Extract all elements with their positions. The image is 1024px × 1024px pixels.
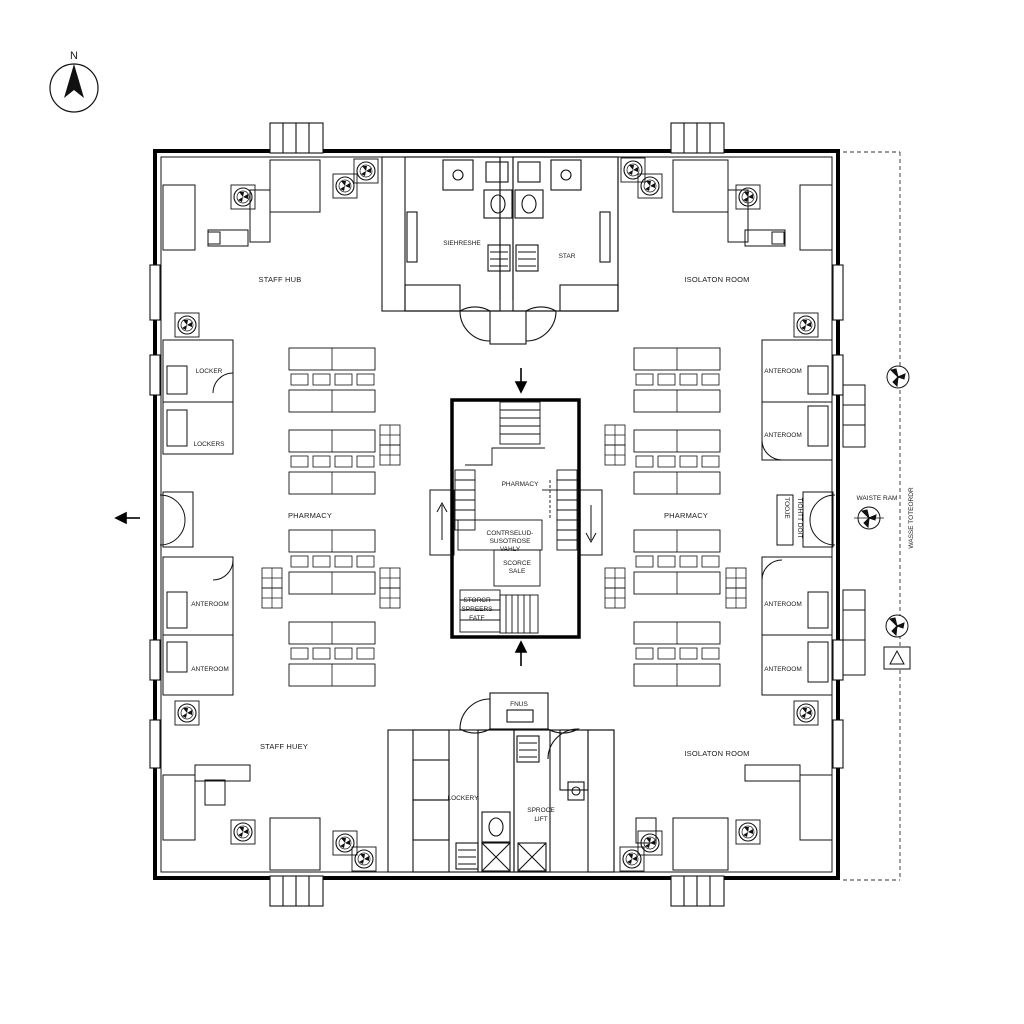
label-locker-left-2: LOCKERS	[193, 441, 225, 448]
label-bottom-entry: FNUS	[510, 701, 528, 708]
label-staff-hub-top: STAFF HUB	[259, 275, 302, 284]
label-anteroom-right-2: ANTEROOM	[764, 432, 802, 439]
label-pharmacy-left: PHARMACY	[288, 511, 332, 520]
label-anteroom-right-3: ANTEROOM	[764, 601, 802, 608]
central-vault-core	[429, 398, 603, 639]
label-bottom-lockers: LOCKERY	[448, 795, 480, 802]
exhaust-fan-icon	[174, 157, 819, 872]
label-right-door-1: TOOJE	[783, 497, 790, 519]
label-core-small-1: SCORCE	[503, 560, 531, 567]
label-core-stair-2: SPREERS	[461, 606, 493, 613]
label-isolation-top: ISOLATON ROOM	[684, 275, 749, 284]
label-anteroom-left-1: ANTEROOM	[191, 601, 229, 608]
outer-walls	[153, 149, 840, 880]
label-vault-2: SUSOTROSE	[490, 538, 531, 545]
window-bays	[149, 122, 844, 907]
label-core-small-2: SALE	[509, 568, 526, 575]
label-waste-vertical: WASSE TOTEORDR	[908, 487, 915, 549]
label-right-door-2: TIOHTT DOIT	[796, 498, 803, 539]
label-anteroom-right-4: ANTEROOM	[764, 666, 802, 673]
label-vault-3: VAHLY	[500, 546, 521, 553]
label-pharmacy-core: PHARMACY	[502, 481, 540, 488]
label-top-service-right: STAR	[559, 253, 576, 260]
right-rooms	[761, 339, 866, 696]
label-top-service-left: SIEHRESHE	[443, 240, 481, 247]
label-anteroom-left-2: ANTEROOM	[191, 666, 229, 673]
top-service-core	[381, 156, 619, 345]
room-labels: STAFF HUB ISOLATON ROOM STAFF HUEY ISOLA…	[191, 240, 803, 823]
label-isolation-bottom: ISOLATON ROOM	[684, 749, 749, 758]
label-anteroom-right-1: ANTEROOM	[764, 368, 802, 375]
label-waste-ram: WAISTE RAM	[857, 495, 898, 502]
label-bottom-lift-2: LIFT	[534, 816, 547, 823]
label-core-stair-3: FATE	[469, 615, 485, 622]
left-rooms	[159, 339, 234, 696]
label-vault-1: CONTRSELUD-	[487, 530, 534, 537]
direction-arrow-icon	[114, 368, 528, 666]
annotations: WAISTE RAM WASSE TOTEORDR	[857, 487, 915, 549]
label-locker-left-1: LOCKER	[196, 368, 223, 375]
north-label: N	[70, 50, 78, 62]
vertical-arrow-icons	[436, 501, 597, 544]
label-staff-hub-bottom: STAFF HUEY	[260, 742, 308, 751]
north-arrow-icon: N	[49, 50, 99, 113]
dimension-line	[843, 151, 901, 881]
label-pharmacy-right: PHARMACY	[664, 511, 708, 520]
label-core-stair-1: STORCR	[463, 597, 491, 604]
bottom-service-core	[387, 692, 615, 873]
chemical-hazard-icon	[854, 365, 911, 670]
label-bottom-lift-1: SPROCE	[527, 807, 555, 814]
corner-furniture	[162, 159, 833, 871]
